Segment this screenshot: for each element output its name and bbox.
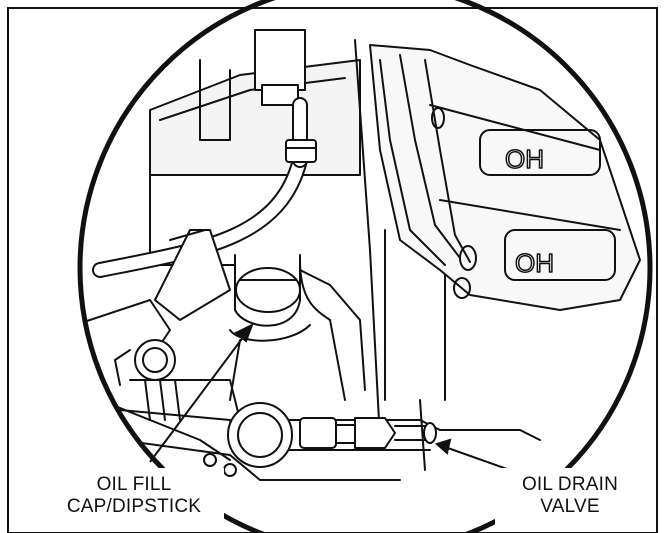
callout-oil-drain-line1: OIL DRAIN — [521, 474, 619, 495]
callout-oil-fill-line1: OIL FILL — [96, 474, 172, 495]
callout-oil-fill: OIL FILL CAP/DIPSTICK — [54, 474, 214, 518]
leader-oil-fill — [149, 322, 254, 463]
detail-circle-outline — [80, 0, 650, 533]
leader-oil-drain — [435, 438, 511, 471]
callout-oil-drain-line2: VALVE — [540, 496, 600, 517]
figure-border — [7, 7, 658, 533]
detail-view: OH OH — [80, 29, 641, 481]
callout-oil-drain: OIL DRAIN VALVE — [500, 474, 640, 518]
engine-text-upper: OH — [505, 144, 544, 174]
engine-text-lower: OH — [515, 248, 554, 278]
callout-oil-fill-line2: CAP/DIPSTICK — [66, 496, 202, 517]
